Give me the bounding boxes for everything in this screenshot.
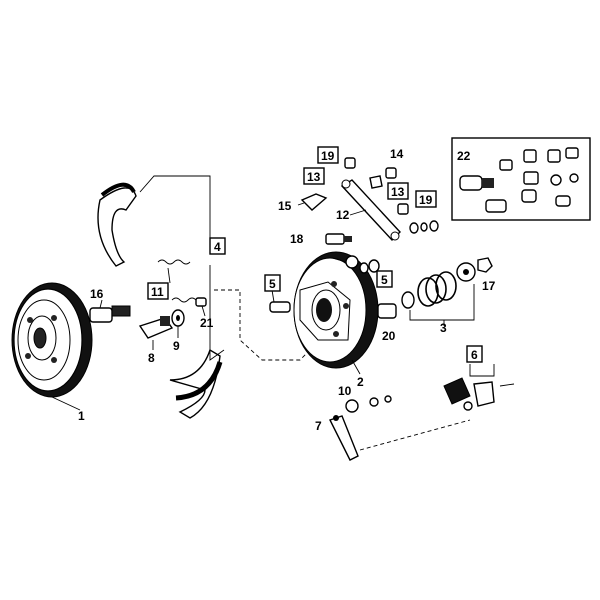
- label-19-right: 19: [419, 193, 433, 207]
- label-20: 20: [382, 329, 396, 343]
- clevis: [443, 364, 515, 411]
- brake-shoes: [97, 175, 225, 419]
- label-14: 14: [390, 147, 404, 161]
- label-17: 17: [482, 279, 496, 293]
- adjuster-bolt: [89, 299, 131, 323]
- label-12: 12: [336, 208, 350, 222]
- brake-drum: [11, 282, 93, 411]
- washers-10: [345, 395, 392, 413]
- bolt-left: [269, 289, 291, 313]
- expander-unit: [138, 316, 174, 350]
- label-19-top: 19: [321, 149, 335, 163]
- pivot-pin: [297, 193, 328, 211]
- label-13-right: 13: [391, 185, 405, 199]
- operating-lever: [329, 415, 359, 461]
- label-21: 21: [200, 316, 214, 330]
- label-8: 8: [148, 351, 155, 365]
- label-9: 9: [173, 339, 180, 353]
- label-11: 11: [151, 285, 164, 299]
- label-22: 22: [457, 149, 471, 163]
- label-5-left: 5: [269, 277, 276, 291]
- part-22-box: [451, 137, 591, 221]
- bolt-18: [325, 233, 352, 245]
- label-13-left: 13: [307, 170, 321, 184]
- label-10: 10: [338, 384, 352, 398]
- label-6: 6: [471, 348, 478, 362]
- label-15: 15: [278, 199, 292, 213]
- back-plate: [293, 251, 379, 375]
- bush: [377, 303, 397, 319]
- washer: [171, 309, 185, 338]
- label-3: 3: [440, 321, 447, 335]
- label-5-right: 5: [381, 273, 388, 287]
- label-7: 7: [315, 419, 322, 433]
- label-1: 1: [78, 409, 85, 423]
- seal-rings: [401, 262, 476, 326]
- label-2: 2: [357, 375, 364, 389]
- label-4: 4: [214, 240, 221, 254]
- lever-arm: [340, 179, 401, 242]
- pin: [195, 297, 207, 317]
- nut: [477, 257, 493, 273]
- label-18: 18: [290, 232, 304, 246]
- fittings-right: [331, 255, 380, 274]
- label-16: 16: [90, 287, 104, 301]
- small-fittings-top: [344, 157, 439, 234]
